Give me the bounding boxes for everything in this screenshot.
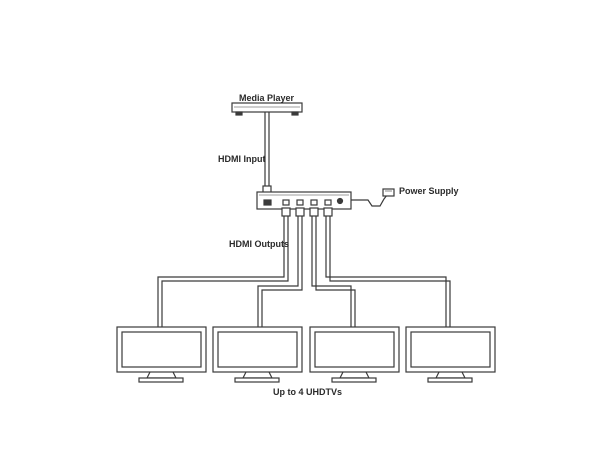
hdmi-outputs-label: HDMI Outputs bbox=[229, 239, 289, 249]
hdmi-splitter-icon bbox=[256, 191, 352, 210]
tv-icon-3 bbox=[309, 326, 400, 383]
tv-icon-4 bbox=[405, 326, 496, 383]
power-supply-icon bbox=[351, 188, 395, 207]
media-player-icon bbox=[231, 102, 303, 116]
power-supply-label: Power Supply bbox=[399, 186, 459, 196]
media-player-label: Media Player bbox=[239, 93, 295, 103]
hdmi-output-cables bbox=[157, 207, 451, 333]
tv-icon-1 bbox=[116, 326, 207, 383]
tv-icon-2 bbox=[212, 326, 303, 383]
hdmi-input-label: HDMI Input bbox=[218, 154, 266, 164]
hdmi-input-cable bbox=[262, 112, 272, 194]
displays-label: Up to 4 UHDTVs bbox=[273, 387, 343, 397]
